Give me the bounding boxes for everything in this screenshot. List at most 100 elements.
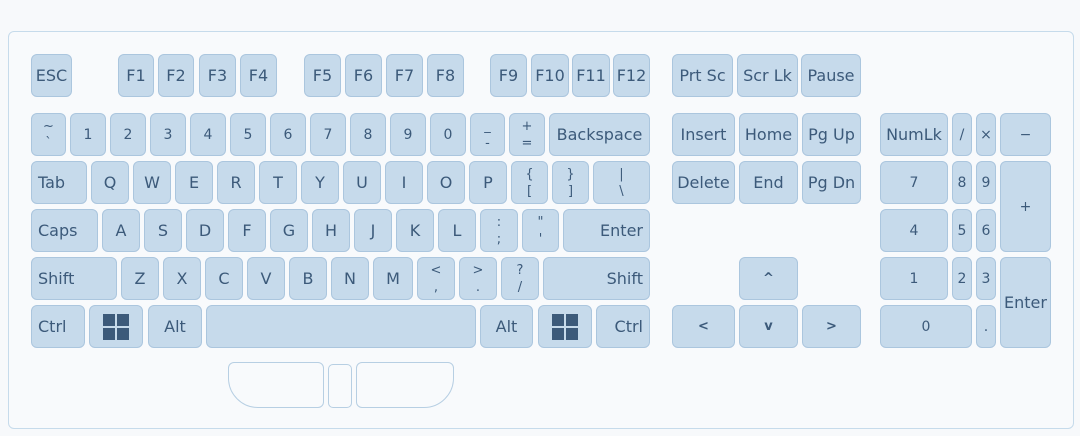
key-6[interactable]: 6 — [270, 113, 306, 156]
key-c[interactable]: C — [205, 257, 243, 300]
key-f7[interactable]: F7 — [386, 54, 423, 97]
key-y[interactable]: Y — [301, 161, 339, 204]
key-insert[interactable]: Insert — [672, 113, 735, 156]
key-numpad-divide[interactable]: / — [952, 113, 972, 156]
key-7[interactable]: 7 — [310, 113, 346, 156]
key-l[interactable]: L — [438, 209, 476, 252]
key-4[interactable]: 4 — [190, 113, 226, 156]
touchpad[interactable] — [228, 362, 454, 408]
key-numpad-multiply[interactable]: × — [976, 113, 996, 156]
key-f6[interactable]: F6 — [345, 54, 382, 97]
key-print-screen[interactable]: Prt Sc — [672, 54, 733, 97]
key-9[interactable]: 9 — [390, 113, 426, 156]
key-end[interactable]: End — [739, 161, 798, 204]
key-pause[interactable]: Pause — [801, 54, 861, 97]
key-u[interactable]: U — [343, 161, 381, 204]
key-home[interactable]: Home — [739, 113, 798, 156]
key-numpad-2[interactable]: 2 — [952, 257, 972, 300]
key-1[interactable]: 1 — [70, 113, 106, 156]
key-numpad-6[interactable]: 6 — [976, 209, 996, 252]
key-5[interactable]: 5 — [230, 113, 266, 156]
key-0[interactable]: 0 — [430, 113, 466, 156]
key-right-bracket[interactable]: }] — [552, 161, 589, 204]
touchpad-left-button[interactable] — [228, 362, 324, 408]
key-alt-right[interactable]: Alt — [480, 305, 533, 348]
key-k[interactable]: K — [396, 209, 434, 252]
key-numpad-9[interactable]: 9 — [976, 161, 996, 204]
key-tab[interactable]: Tab — [31, 161, 87, 204]
key-f12[interactable]: F12 — [613, 54, 650, 97]
key-tilde[interactable]: ~` — [31, 113, 66, 156]
key-f5[interactable]: F5 — [304, 54, 341, 97]
key-backslash[interactable]: |\ — [593, 161, 650, 204]
key-3[interactable]: 3 — [150, 113, 186, 156]
key-f9[interactable]: F9 — [490, 54, 527, 97]
key-f2[interactable]: F2 — [158, 54, 194, 97]
key-f11[interactable]: F11 — [572, 54, 610, 97]
key-ctrl-right[interactable]: Ctrl — [596, 305, 650, 348]
key-w[interactable]: W — [133, 161, 171, 204]
key-alt-left[interactable]: Alt — [148, 305, 202, 348]
key-scroll-lock[interactable]: Scr Lk — [737, 54, 798, 97]
key-p[interactable]: P — [469, 161, 507, 204]
key-e[interactable]: E — [175, 161, 213, 204]
key-numpad-0[interactable]: 0 — [880, 305, 972, 348]
key-8[interactable]: 8 — [350, 113, 386, 156]
key-numpad-1[interactable]: 1 — [880, 257, 948, 300]
key-left-bracket[interactable]: {[ — [511, 161, 548, 204]
key-v[interactable]: V — [247, 257, 285, 300]
key-f4[interactable]: F4 — [240, 54, 277, 97]
key-quote[interactable]: "' — [522, 209, 559, 252]
key-numpad-decimal[interactable]: . — [976, 305, 996, 348]
key-f1[interactable]: F1 — [118, 54, 154, 97]
key-f3[interactable]: F3 — [199, 54, 236, 97]
key-numpad-minus[interactable]: − — [1000, 113, 1051, 156]
key-arrow-left[interactable]: < — [672, 305, 735, 348]
key-delete[interactable]: Delete — [672, 161, 735, 204]
key-esc[interactable]: ESC — [31, 54, 72, 97]
key-numpad-enter[interactable]: Enter — [1000, 257, 1051, 348]
key-page-down[interactable]: Pg Dn — [802, 161, 861, 204]
key-minus[interactable]: _- — [470, 113, 505, 156]
key-t[interactable]: T — [259, 161, 297, 204]
key-q[interactable]: Q — [91, 161, 129, 204]
key-backspace[interactable]: Backspace — [549, 113, 650, 156]
key-g[interactable]: G — [270, 209, 308, 252]
key-z[interactable]: Z — [121, 257, 159, 300]
key-b[interactable]: B — [289, 257, 327, 300]
key-numpad-8[interactable]: 8 — [952, 161, 972, 204]
key-f10[interactable]: F10 — [531, 54, 569, 97]
key-f[interactable]: F — [228, 209, 266, 252]
key-numpad-4[interactable]: 4 — [880, 209, 948, 252]
key-semicolon[interactable]: :; — [480, 209, 518, 252]
key-d[interactable]: D — [186, 209, 224, 252]
key-arrow-right[interactable]: > — [802, 305, 861, 348]
key-j[interactable]: J — [354, 209, 392, 252]
key-equals[interactable]: += — [509, 113, 545, 156]
key-numpad-5[interactable]: 5 — [952, 209, 972, 252]
key-s[interactable]: S — [144, 209, 182, 252]
key-numpad-plus[interactable]: + — [1000, 161, 1051, 252]
key-numpad-7[interactable]: 7 — [880, 161, 948, 204]
key-period[interactable]: >. — [459, 257, 497, 300]
key-i[interactable]: I — [385, 161, 423, 204]
key-space[interactable] — [206, 305, 476, 348]
key-2[interactable]: 2 — [110, 113, 146, 156]
key-n[interactable]: N — [331, 257, 369, 300]
touchpad-right-button[interactable] — [356, 362, 454, 408]
key-windows-right[interactable] — [538, 305, 592, 348]
key-caps-lock[interactable]: Caps — [31, 209, 98, 252]
key-o[interactable]: O — [427, 161, 465, 204]
key-m[interactable]: M — [373, 257, 413, 300]
key-comma[interactable]: <, — [417, 257, 455, 300]
key-page-up[interactable]: Pg Up — [802, 113, 861, 156]
key-arrow-up[interactable]: ^ — [739, 257, 798, 300]
key-shift-left[interactable]: Shift — [31, 257, 117, 300]
key-numpad-3[interactable]: 3 — [976, 257, 996, 300]
key-windows-left[interactable] — [89, 305, 143, 348]
key-a[interactable]: A — [102, 209, 140, 252]
touchpad-middle-button[interactable] — [328, 364, 352, 408]
key-r[interactable]: R — [217, 161, 255, 204]
key-x[interactable]: X — [163, 257, 201, 300]
key-f8[interactable]: F8 — [427, 54, 464, 97]
